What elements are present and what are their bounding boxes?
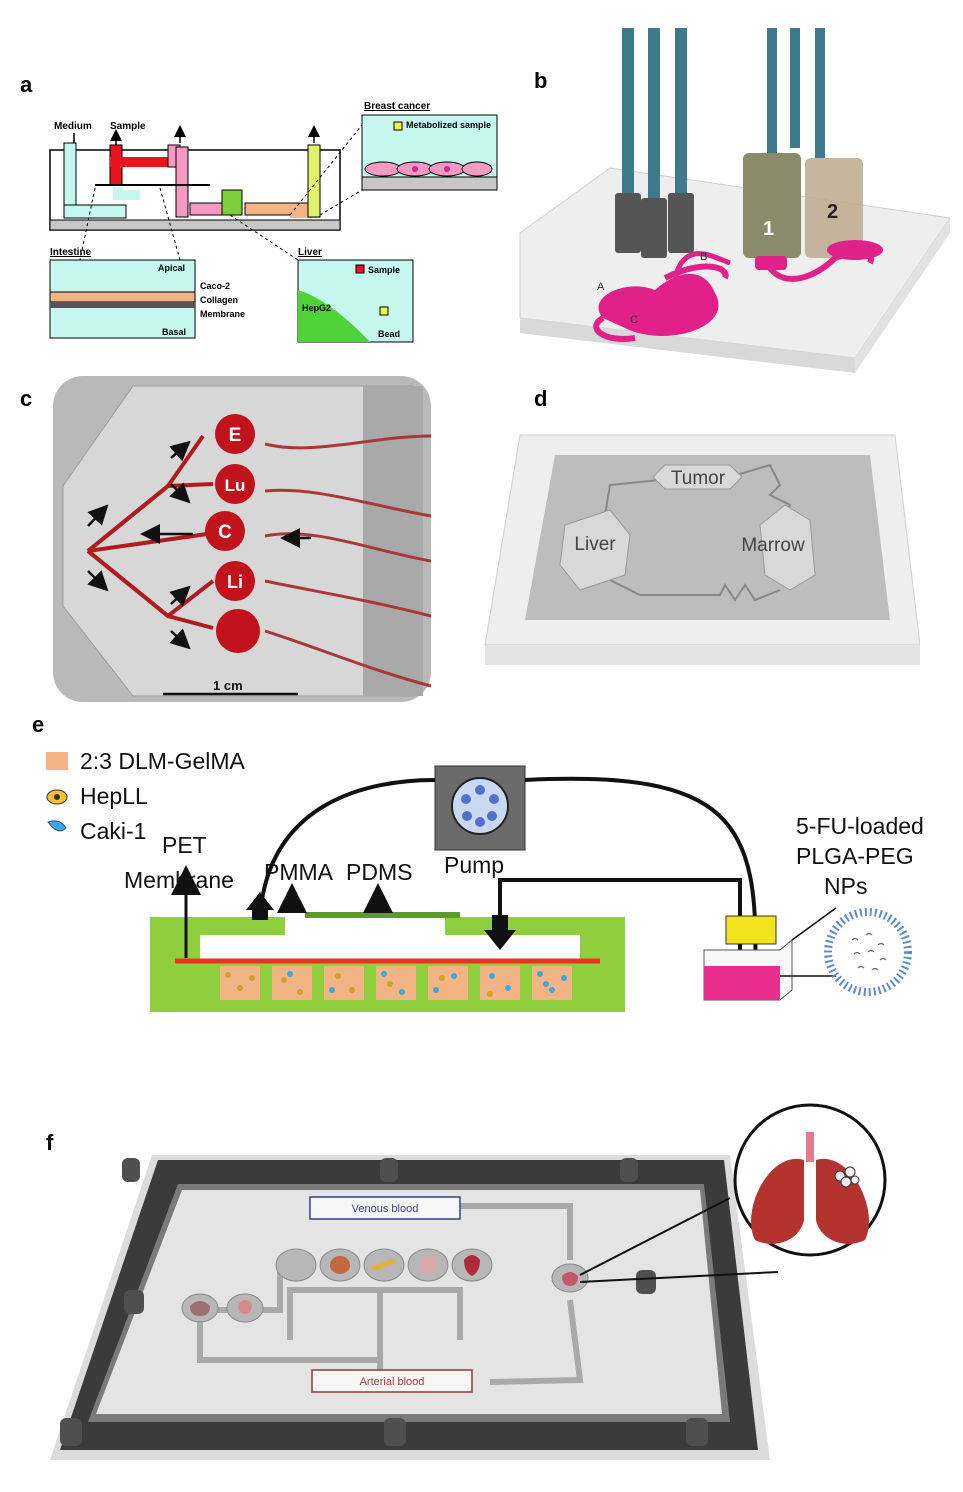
organ-e bbox=[215, 414, 255, 454]
tumor-chamber bbox=[652, 464, 743, 490]
bead-label: Bead bbox=[378, 329, 400, 339]
pet-label: PET bbox=[162, 832, 207, 858]
organ-c-label: C bbox=[218, 522, 232, 543]
collagen-label: Collagen bbox=[200, 295, 238, 305]
tumor-label: Tumor bbox=[671, 468, 726, 489]
panel-label-a: a bbox=[20, 72, 33, 97]
panel-label-c: c bbox=[20, 386, 33, 411]
legend-hepll-label: HepLL bbox=[80, 783, 148, 809]
panel-label-d: d bbox=[534, 386, 548, 411]
panel-label-e: e bbox=[32, 712, 45, 737]
liver-label: Liver bbox=[298, 247, 322, 258]
panel-c-photo: E Lu C Li 1 cm bbox=[53, 376, 431, 702]
hepg2-label: HepG2 bbox=[302, 303, 331, 313]
arterial-blood-label: Arterial blood bbox=[360, 1376, 425, 1388]
organ-li-label: Li bbox=[227, 572, 243, 592]
liver-chamber bbox=[221, 189, 243, 216]
hydrogel-wells bbox=[220, 966, 572, 1000]
caco2-label: Caco-2 bbox=[200, 281, 230, 291]
membrane-label: Membrane bbox=[124, 867, 234, 893]
scale-bar-label: 1 cm bbox=[213, 678, 243, 693]
organ-blank bbox=[216, 609, 260, 653]
chamber-2 bbox=[805, 158, 863, 258]
breast-cancer-label: Breast cancer bbox=[364, 101, 430, 112]
metabolized-sample-label: Metabolized sample bbox=[406, 120, 491, 130]
basal-label: Basal bbox=[162, 327, 186, 337]
marrow-label: Marrow bbox=[741, 535, 805, 556]
np-label-line3: NPs bbox=[824, 873, 867, 899]
panel-e-diagram: 2:3 DLM-GelMA HepLL Caki-1 Pump PET Memb… bbox=[46, 748, 924, 1012]
apical-label: Apical bbox=[158, 263, 185, 273]
sample-label: Sample bbox=[110, 121, 146, 132]
liver-chamber bbox=[559, 509, 631, 591]
left-lung-icon bbox=[751, 1158, 804, 1244]
legend-gelma-label: 2:3 DLM-GelMA bbox=[80, 748, 246, 774]
label-b: B bbox=[700, 251, 707, 263]
caki1-icon bbox=[47, 820, 67, 832]
medium-label: Medium bbox=[54, 121, 92, 132]
venous-blood-box bbox=[309, 1196, 461, 1220]
label-a: A bbox=[597, 281, 605, 293]
chamber-1 bbox=[743, 153, 801, 258]
np-label-line2: PLGA-PEG bbox=[796, 843, 914, 869]
panel-label-b: b bbox=[534, 68, 548, 93]
liver-sample-label: Sample bbox=[368, 265, 400, 275]
panel-a-diagram: Medium Sample Breast cancer Metabolized … bbox=[49, 101, 498, 343]
membrane-label: Membrane bbox=[200, 309, 245, 319]
organ-li bbox=[215, 561, 255, 601]
np-label-line1: 5-FU-loaded bbox=[796, 813, 924, 839]
panel-label-f: f bbox=[46, 1130, 54, 1155]
liver-label: Liver bbox=[574, 534, 616, 555]
panel-d-device: Tumor Liver Marrow bbox=[484, 434, 920, 665]
chamber-2-label: 2 bbox=[827, 201, 838, 223]
marrow-chamber bbox=[759, 504, 816, 591]
pmma-label: PMMA bbox=[264, 859, 334, 885]
outflow-reservoir bbox=[307, 144, 321, 218]
organ-lu-label: Lu bbox=[225, 476, 246, 495]
panel-b-device: 1 2 A B C bbox=[519, 28, 951, 373]
organ-lu bbox=[215, 464, 255, 504]
reservoir-liquid bbox=[704, 966, 780, 1000]
pdms-label: PDMS bbox=[346, 859, 412, 885]
organ-e-label: E bbox=[229, 425, 242, 446]
label-c: C bbox=[630, 314, 638, 326]
legend-caki1-label: Caki-1 bbox=[80, 818, 146, 844]
organ-c bbox=[205, 511, 245, 551]
venous-blood-label: Venous blood bbox=[352, 1203, 419, 1215]
chamber-1-label: 1 bbox=[763, 218, 774, 240]
reservoir-cap bbox=[725, 915, 777, 945]
panel-f-device: Venous blood Arterial blood bbox=[50, 1103, 887, 1460]
arterial-blood-box bbox=[311, 1369, 473, 1393]
intestine-label: Intestine bbox=[50, 247, 92, 258]
legend-gelma-swatch bbox=[46, 752, 68, 770]
pump-label: Pump bbox=[444, 852, 504, 878]
